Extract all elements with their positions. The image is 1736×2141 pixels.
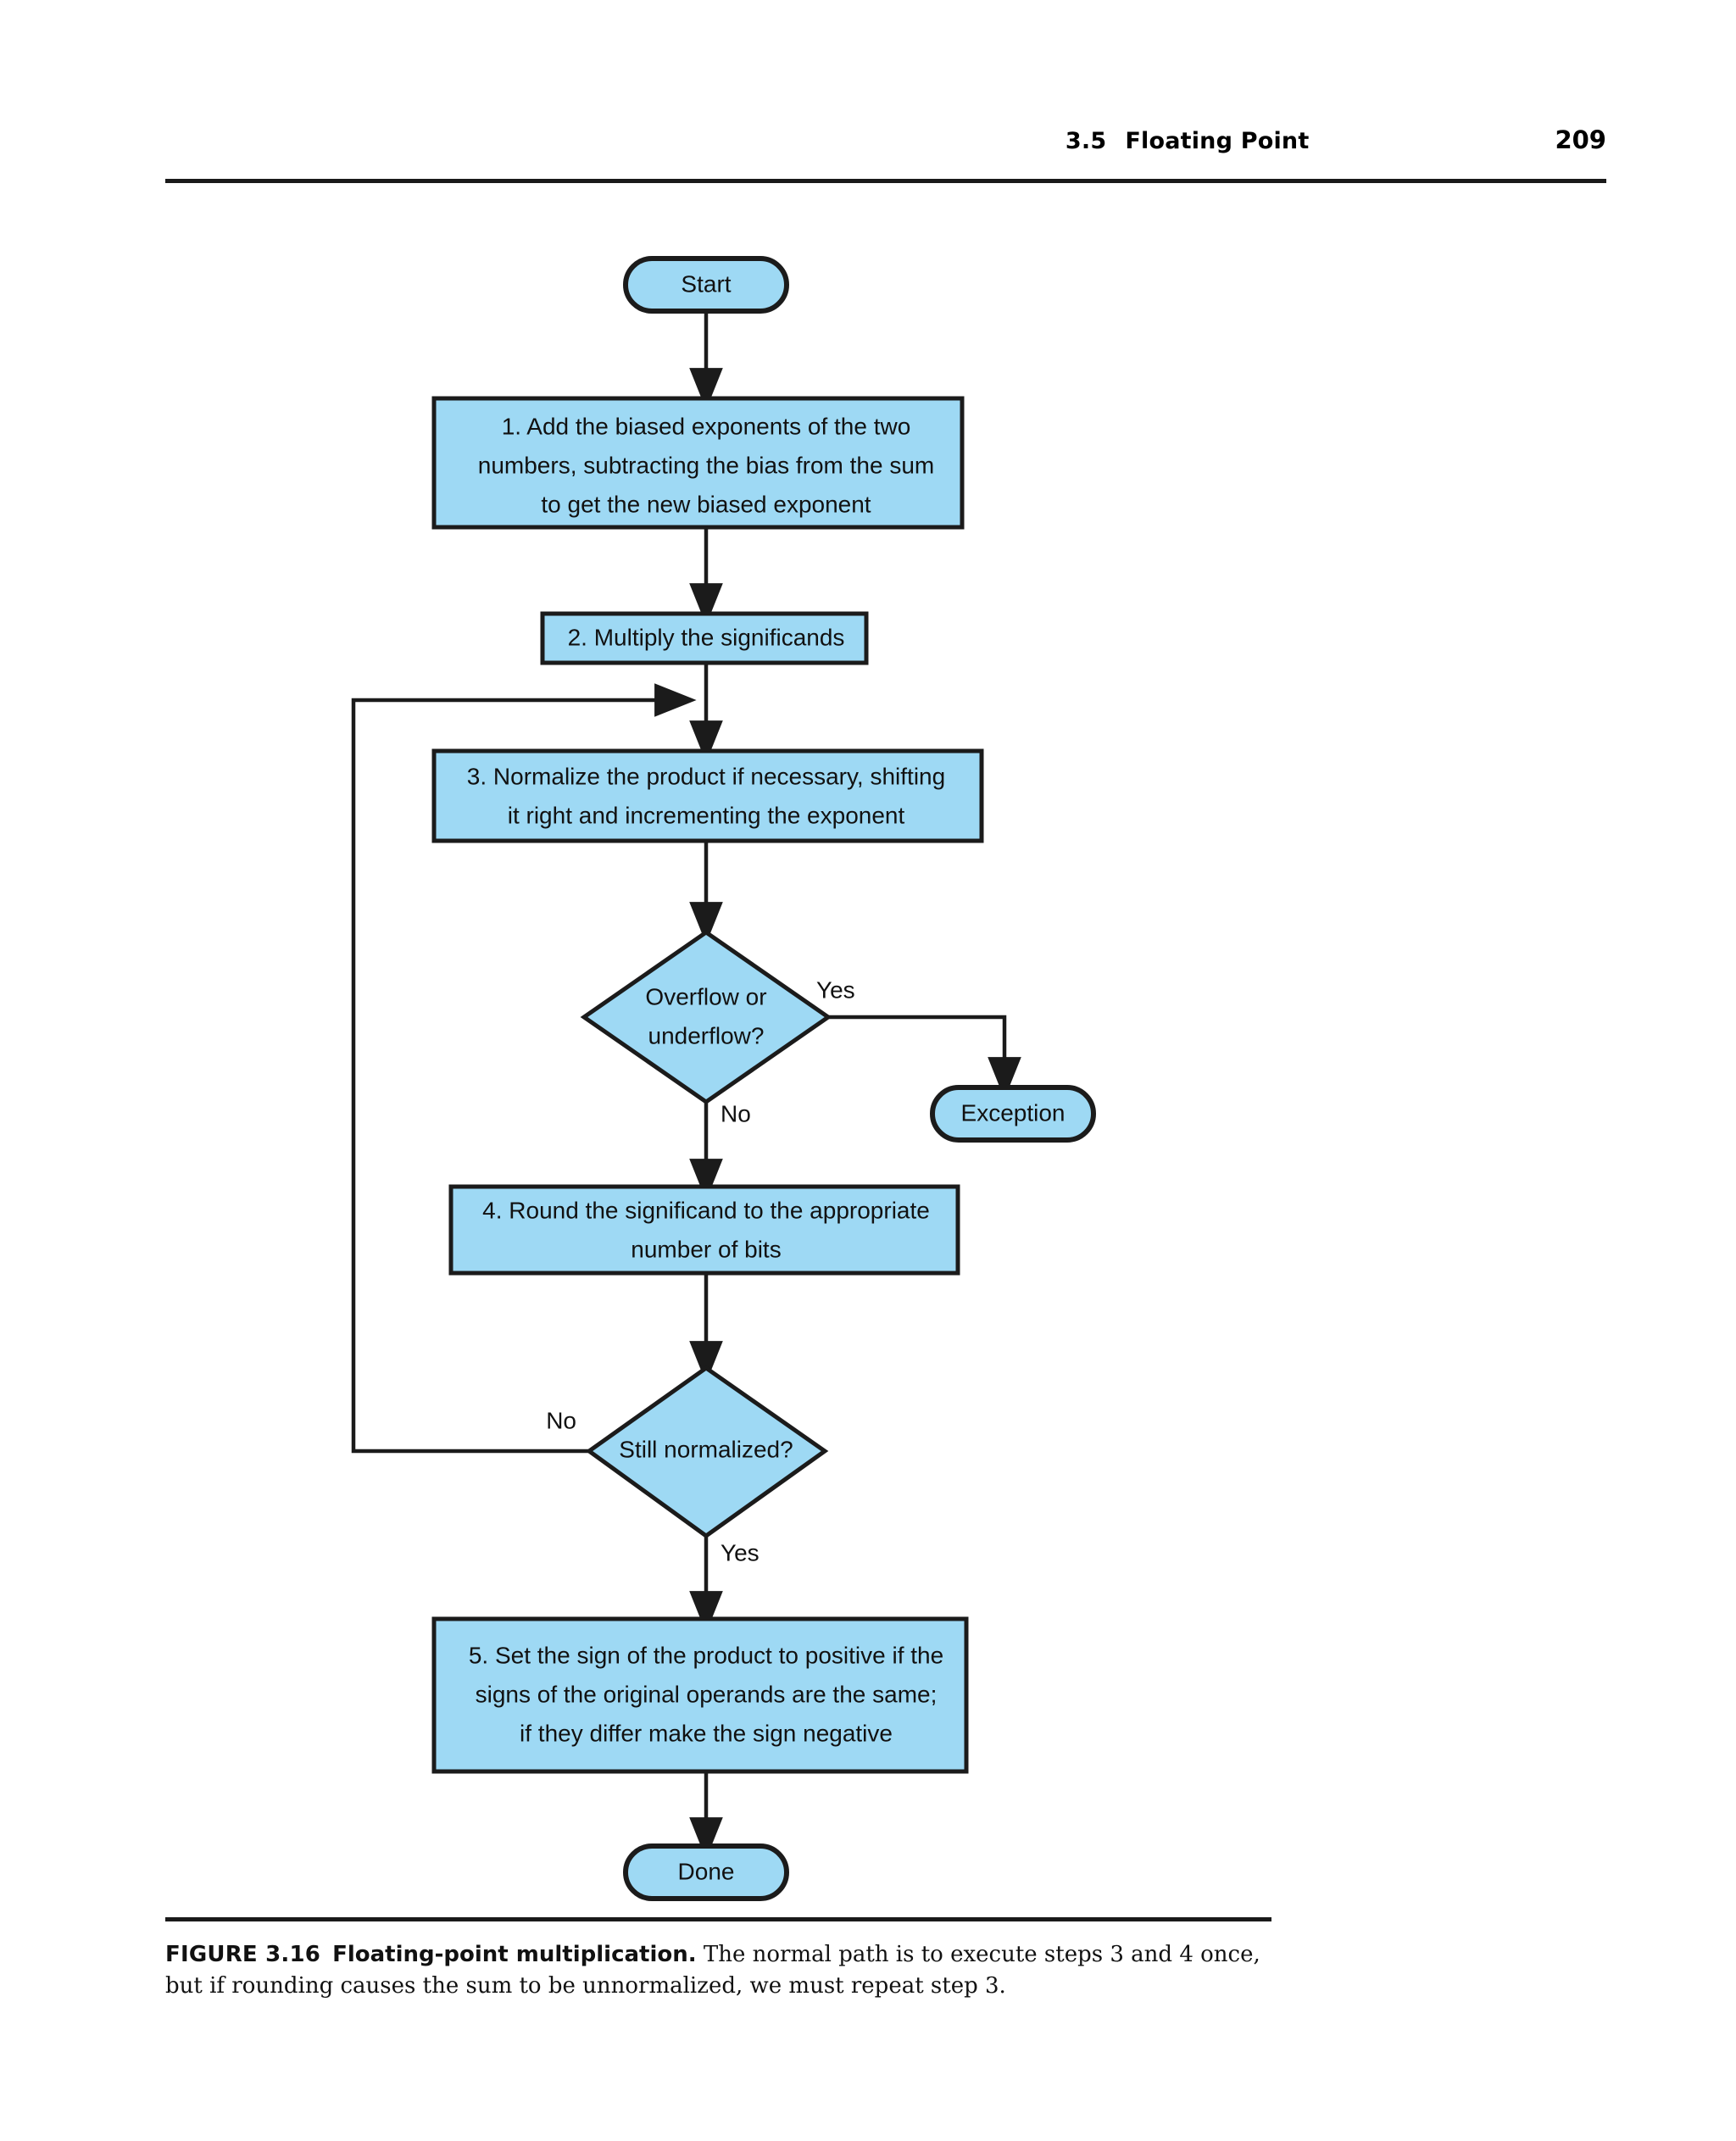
node-decision1-line2: underflow? [648, 1022, 765, 1048]
edge-label-overflow-yes: Yes [816, 976, 855, 1003]
header-section-title: Floating Point [1125, 128, 1310, 154]
node-step5-line2: signs of the original operands are the s… [476, 1681, 938, 1707]
node-step2[interactable]: 2. Multiply the significands [540, 611, 869, 665]
node-step1-line2: numbers, subtracting the bias from the s… [478, 452, 934, 478]
caption-title: Floating-point multiplication. [332, 1942, 697, 1967]
node-step5-line3: if they differ make the sign negative [520, 1720, 893, 1746]
edge-label-normalized-no: No [546, 1407, 576, 1433]
node-step3-line1: 3. Normalize the product if necessary, s… [467, 763, 945, 789]
node-step4-line2: number of bits [631, 1236, 781, 1262]
node-step3-line2: it right and incrementing the exponent [508, 802, 905, 828]
node-exception-label: Exception [961, 1099, 1066, 1126]
flowchart-svg: Start 1. Add the biased exponents of the… [351, 256, 1096, 1901]
header-section-number: 3.5 [1065, 128, 1107, 154]
caption-body: The normal path is to execute steps 3 an… [165, 1942, 1260, 1999]
node-done[interactable]: Done [623, 1843, 789, 1901]
node-step2-line1: 2. Multiply the significands [568, 624, 845, 650]
caption-figure-label: FIGURE 3.16 [165, 1942, 321, 1967]
header-rule [165, 179, 1606, 183]
connector-loop-back-to-step3 [351, 683, 697, 1454]
edge-label-normalized-yes: Yes [721, 1539, 760, 1565]
page-number: 209 [1555, 125, 1606, 154]
node-start[interactable]: Start [623, 256, 789, 314]
running-head: 3.5 Floating Point 209 [165, 125, 1606, 168]
node-step1-line1: 1. Add the biased exponents of the two [502, 413, 911, 439]
node-done-label: Done [678, 1858, 735, 1884]
node-step5[interactable]: 5. Set the sign of the product to positi… [431, 1616, 969, 1774]
node-start-label: Start [681, 270, 731, 297]
node-step1[interactable]: 1. Add the biased exponents of the two n… [431, 396, 965, 530]
caption-rule [165, 1917, 1271, 1921]
node-decision-still-normalized[interactable]: Still normalized? [585, 1365, 829, 1539]
connector-decision1-yes-to-exception [828, 1015, 1021, 1099]
node-step1-line3: to get the new biased exponent [541, 491, 871, 517]
node-step5-line1: 5. Set the sign of the product to positi… [469, 1642, 943, 1668]
node-decision-overflow-underflow[interactable]: Overflow or underflow? [580, 929, 832, 1105]
node-step3[interactable]: 3. Normalize the product if necessary, s… [431, 748, 984, 843]
node-step4-line1: 4. Round the significand to the appropri… [482, 1197, 930, 1223]
node-exception[interactable]: Exception [930, 1085, 1096, 1143]
figure-caption: FIGURE 3.16 Floating-point multiplication… [165, 1939, 1276, 2002]
node-decision1-line1: Overflow or [645, 983, 766, 1009]
edge-label-overflow-no: No [721, 1100, 751, 1126]
node-step4[interactable]: 4. Round the significand to the appropri… [448, 1184, 960, 1276]
figure-flowchart: Start 1. Add the biased exponents of the… [351, 256, 1096, 1901]
node-decision2-line1: Still normalized? [619, 1436, 793, 1462]
